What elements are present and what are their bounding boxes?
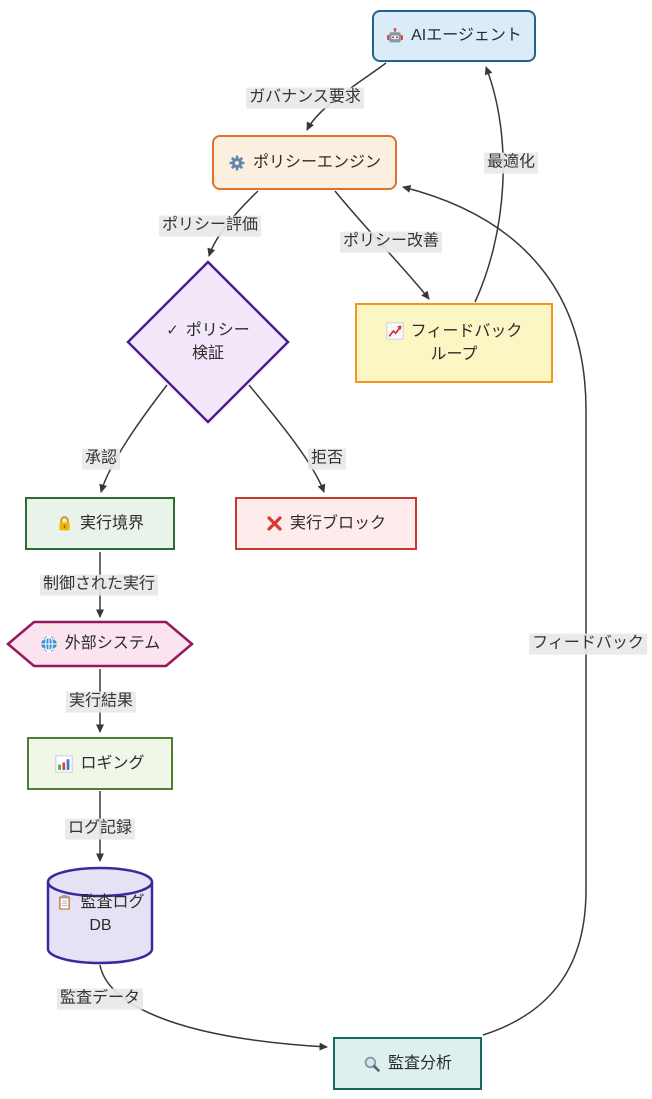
check-icon: ✓: [166, 321, 179, 339]
edge-label-reject: 拒否: [307, 448, 347, 470]
node-label: ロギング: [80, 754, 145, 772]
edge-label-execution-result: 実行結果: [65, 691, 137, 713]
edge-label-controlled-execution: 制御された実行: [39, 574, 159, 596]
node-label: 監査分析: [387, 1054, 452, 1072]
node-ai-agent: AIエージェント: [372, 10, 536, 62]
node-exec-boundary: 実行境界: [25, 497, 175, 550]
audit-db-shape: [46, 866, 154, 965]
node-policy-engine: ポリシーエンジン: [212, 135, 397, 190]
node-ext-system: 外部システム: [8, 622, 192, 666]
bar-chart-icon: [55, 754, 74, 773]
node-policy-check: ✓ ポリシー 検証: [128, 310, 288, 374]
gear-icon: [228, 154, 246, 172]
edge-label-approve: 承認: [81, 448, 121, 470]
edge-reject: [248, 384, 326, 493]
policy-check-shape: [126, 260, 290, 424]
node-label-line2: DB: [89, 917, 112, 934]
magnifier-icon: [363, 1055, 381, 1073]
clipboard-icon: [56, 894, 73, 911]
chart-up-icon: [385, 322, 404, 341]
node-label: 実行ブロック: [289, 514, 386, 532]
edge-approve: [99, 384, 168, 493]
node-label-line1: フィードバック: [410, 322, 523, 340]
edge-label-policy-improvement: ポリシー改善: [339, 231, 443, 253]
ext-system-shape: [6, 620, 194, 668]
globe-icon: [40, 635, 58, 653]
edge-label-audit-data: 監査データ: [56, 988, 144, 1010]
node-label: AIエージェント: [411, 27, 522, 45]
edge-audit-data: [99, 964, 328, 1051]
node-label: 外部システム: [64, 635, 161, 653]
edge-optimization: [474, 66, 504, 303]
node-exec-block: 実行ブロック: [235, 497, 417, 550]
edge-label-feedback: フィードバック: [529, 633, 647, 655]
node-label: 実行境界: [79, 514, 144, 532]
lock-icon: [56, 515, 73, 532]
edge-label-optimization: 最適化: [483, 152, 539, 174]
robot-icon: [386, 27, 404, 45]
edge-label-log-record: ログ記録: [64, 818, 136, 840]
node-audit-db: 監査ログ DB: [48, 886, 153, 942]
x-icon: [266, 515, 283, 532]
node-logging: ロギング: [27, 737, 173, 790]
node-audit-analysis: 監査分析: [333, 1037, 482, 1090]
node-label-line2: ループ: [430, 346, 478, 363]
node-label-line1: 監査ログ: [80, 893, 145, 911]
node-label: ポリシーエンジン: [252, 153, 381, 171]
node-label-line2: 検証: [191, 345, 224, 362]
node-label-line1: ポリシー: [185, 321, 250, 339]
edge-feedback: [402, 184, 587, 1036]
edge-label-governance-request: ガバナンス要求: [246, 87, 364, 109]
edge-label-policy-evaluation: ポリシー評価: [158, 215, 262, 237]
node-feedback-loop: フィードバック ループ: [355, 303, 553, 383]
